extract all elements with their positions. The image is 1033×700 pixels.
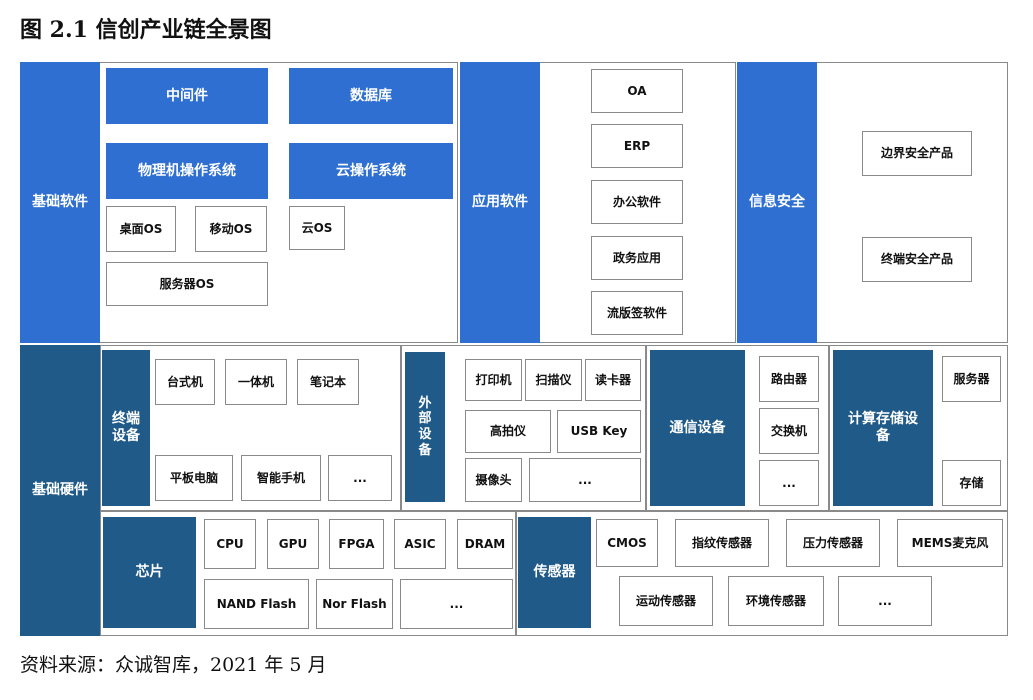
chips-label: 芯片 [103, 517, 196, 628]
communication-item-more: ... [759, 460, 819, 506]
security-item-terminal: 终端安全产品 [862, 237, 972, 282]
application-software-label: 应用软件 [460, 62, 540, 343]
chip-item-cpu: CPU [204, 519, 256, 569]
terminal-devices-label-line1: 终端 [112, 411, 140, 428]
terminal-item-tablet: 平板电脑 [155, 455, 233, 501]
sensor-item-cmos: CMOS [596, 519, 658, 567]
terminal-item-all-in-one: 一体机 [225, 359, 287, 405]
basic-hardware-label: 基础硬件 [20, 345, 100, 636]
sensors-label: 传感器 [518, 517, 591, 628]
peripheral-item-more: ... [529, 458, 641, 502]
cloud-os-box: 云操作系统 [289, 143, 453, 199]
peripheral-label-char-2: 部 [418, 411, 432, 427]
sensor-item-motion: 运动传感器 [619, 576, 713, 626]
sensor-item-mems-microphone: MEMS麦克风 [897, 519, 1003, 567]
chip-item-asic: ASIC [394, 519, 446, 569]
terminal-item-laptop: 笔记本 [297, 359, 359, 405]
mobile-os-box: 移动OS [195, 206, 267, 252]
chip-item-fpga: FPGA [329, 519, 384, 569]
peripheral-item-camera: 摄像头 [465, 458, 522, 502]
basic-software-label: 基础软件 [20, 62, 100, 343]
sensor-item-pressure: 压力传感器 [786, 519, 880, 567]
terminal-item-desktop: 台式机 [155, 359, 215, 405]
terminal-item-smartphone: 智能手机 [241, 455, 321, 501]
app-item-erp: ERP [591, 124, 683, 168]
sensor-item-environment: 环境传感器 [728, 576, 824, 626]
peripheral-label-char-3: 设 [418, 427, 432, 442]
physical-os-box: 物理机操作系统 [106, 143, 268, 199]
app-item-layout-sign: 流版签软件 [591, 291, 683, 335]
yun-os-box: 云OS [289, 206, 345, 250]
figure-title: 图 2.1 信创产业链全景图 [20, 17, 272, 43]
peripheral-devices-label: 外 部 设 备 [405, 352, 445, 502]
communication-devices-label: 通信设备 [650, 350, 745, 506]
compute-storage-label: 计算存储设 备 [833, 350, 933, 506]
compute-storage-label-line2: 备 [876, 428, 890, 444]
database-box: 数据库 [289, 68, 453, 124]
peripheral-item-scanner: 扫描仪 [525, 359, 582, 401]
peripheral-label-char-1: 外 [418, 395, 432, 411]
peripheral-label-char-4: 备 [418, 442, 432, 458]
communication-item-router: 路由器 [759, 356, 819, 402]
chip-item-nor-flash: Nor Flash [316, 579, 393, 629]
peripheral-item-high-speed-scanner: 高拍仪 [465, 410, 551, 453]
compute-item-storage: 存储 [942, 460, 1001, 506]
server-os-box: 服务器OS [106, 262, 268, 306]
app-item-government: 政务应用 [591, 236, 683, 280]
app-item-office: 办公软件 [591, 180, 683, 224]
middleware-box: 中间件 [106, 68, 268, 124]
compute-item-server: 服务器 [942, 356, 1001, 402]
terminal-devices-label: 终端 设备 [102, 350, 150, 506]
peripheral-item-card-reader: 读卡器 [585, 359, 641, 401]
chip-item-more: ... [400, 579, 513, 629]
desktop-os-box: 桌面OS [106, 206, 176, 252]
chip-item-nand-flash: NAND Flash [204, 579, 309, 629]
sensor-item-more: ... [838, 576, 932, 626]
chip-item-dram: DRAM [457, 519, 513, 569]
source-note: 资料来源：众诚智库，2021 年 5 月 [20, 654, 327, 676]
peripheral-item-printer: 打印机 [465, 359, 522, 401]
communication-item-switch: 交换机 [759, 408, 819, 454]
peripheral-item-usb-key: USB Key [557, 410, 641, 453]
terminal-devices-label-line2: 设备 [112, 428, 140, 444]
security-item-boundary: 边界安全产品 [862, 131, 972, 176]
terminal-item-more: ... [328, 455, 392, 501]
app-item-oa: OA [591, 69, 683, 113]
sensor-item-fingerprint: 指纹传感器 [675, 519, 769, 567]
information-security-label: 信息安全 [737, 62, 817, 343]
compute-storage-label-line1: 计算存储设 [848, 411, 918, 428]
chip-item-gpu: GPU [267, 519, 319, 569]
